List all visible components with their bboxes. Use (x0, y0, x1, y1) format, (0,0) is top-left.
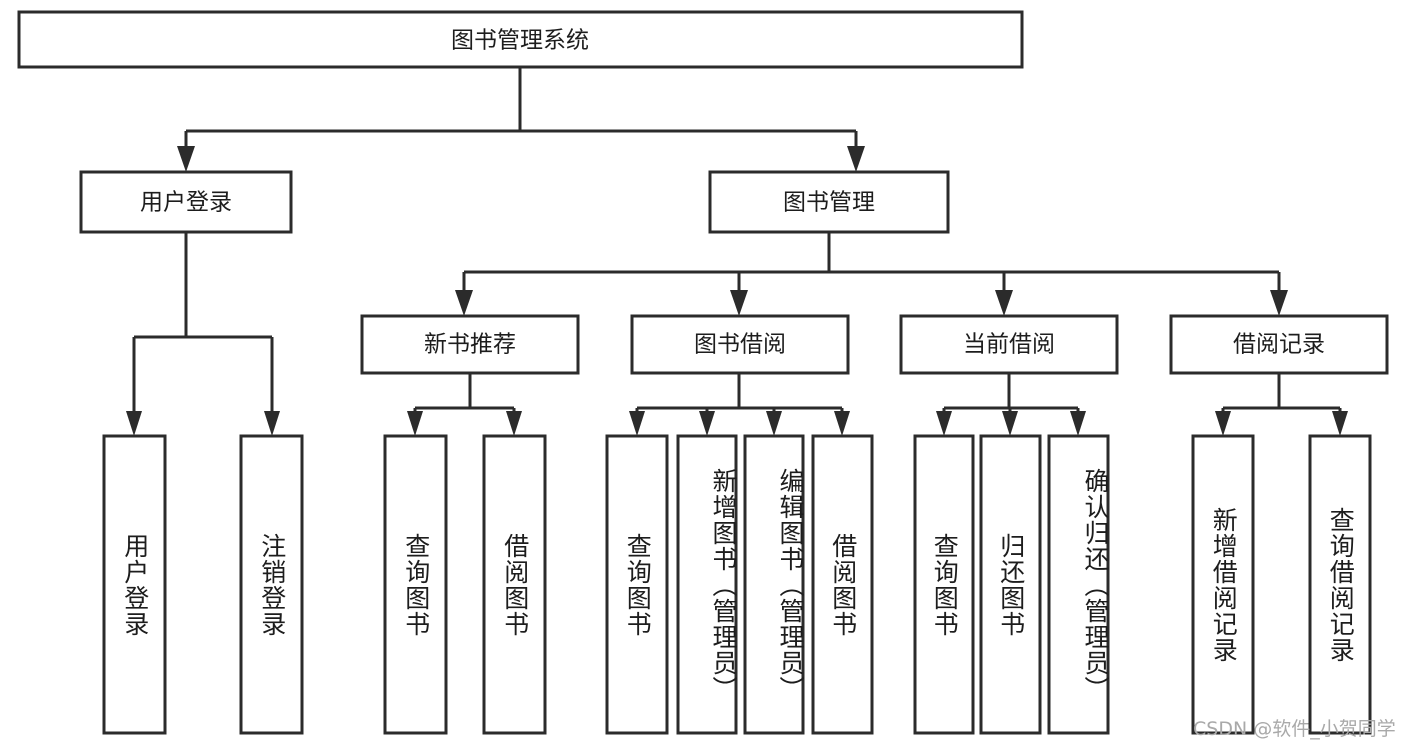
leaf-box-query-book-2[interactable] (605, 434, 669, 735)
leaf-box-add-record[interactable] (1191, 434, 1255, 735)
node-book-borrow[interactable] (630, 314, 850, 375)
connector-borrow-record-to-leaves (1221, 373, 1342, 417)
node-root-label: 图书管理系统 (451, 28, 589, 54)
node-new-book-recommend[interactable] (360, 314, 580, 375)
arrow-to-leaf-query-book-1 (407, 411, 423, 436)
leaf-box-borrow-book-2[interactable] (811, 434, 874, 735)
node-user-login[interactable] (79, 170, 293, 234)
node-borrow-record-label: 借阅记录 (1233, 332, 1325, 358)
leaf-box-query-record[interactable] (1308, 434, 1372, 735)
arrow-to-leaf-query-book-2 (629, 411, 645, 436)
arrow-root-to-user-login (177, 146, 195, 172)
arrow-to-new-book-recommend (455, 290, 473, 316)
connector-book-borrow-to-leaves (635, 373, 844, 417)
leaf-box-user-login[interactable] (102, 434, 167, 735)
arrow-to-borrow-record (1270, 290, 1288, 316)
leaf-box-edit-book[interactable] (743, 434, 805, 735)
arrow-to-book-borrow (730, 290, 748, 316)
arrow-to-current-borrow (995, 290, 1013, 316)
arrow-to-leaf-user-login (126, 411, 142, 436)
node-user-login-label: 用户登录 (140, 190, 232, 216)
node-book-manage-label: 图书管理 (783, 190, 875, 216)
node-new-book-recommend-label: 新书推荐 (424, 332, 516, 358)
arrow-to-leaf-add-record (1215, 411, 1231, 436)
arrow-to-leaf-edit-book (766, 411, 782, 436)
leaf-box-logout-login[interactable] (239, 434, 304, 735)
node-current-borrow[interactable] (899, 314, 1119, 375)
arrow-to-leaf-query-book-3 (936, 411, 952, 436)
arrow-to-leaf-logout-login (264, 411, 280, 436)
node-book-manage[interactable] (708, 170, 950, 234)
node-borrow-record[interactable] (1169, 314, 1389, 375)
connector-book-manage-to-level2 (462, 232, 1281, 296)
leaf-box-query-book-3[interactable] (913, 434, 975, 735)
connector-new-book-recommend-to-leaves (413, 373, 516, 417)
connector-root-to-level1 (184, 67, 858, 152)
connector-current-borrow-to-leaves (942, 373, 1080, 417)
leaf-box-return-book[interactable] (979, 434, 1042, 735)
arrow-to-leaf-confirm-return (1070, 411, 1086, 436)
arrow-to-leaf-borrow-book-2 (834, 411, 850, 436)
leaf-box-borrow-book-1[interactable] (482, 434, 547, 735)
connector-user-login-to-leaves (132, 232, 274, 416)
node-book-borrow-label: 图书借阅 (694, 332, 786, 358)
node-current-borrow-label: 当前借阅 (963, 332, 1055, 358)
arrow-to-leaf-return-book (1002, 411, 1018, 436)
csdn-watermark: CSDN @软件_小贺同学 (1193, 718, 1396, 740)
leaf-box-query-book-1[interactable] (383, 434, 448, 735)
node-root[interactable] (17, 10, 1024, 69)
arrow-to-leaf-borrow-book-1 (506, 411, 522, 436)
arrow-to-leaf-add-book (699, 411, 715, 436)
leaf-box-add-book[interactable] (676, 434, 738, 735)
leaf-box-confirm-return[interactable] (1047, 434, 1110, 735)
arrow-to-leaf-query-record (1332, 411, 1348, 436)
arrow-root-to-book-manage (847, 146, 865, 172)
